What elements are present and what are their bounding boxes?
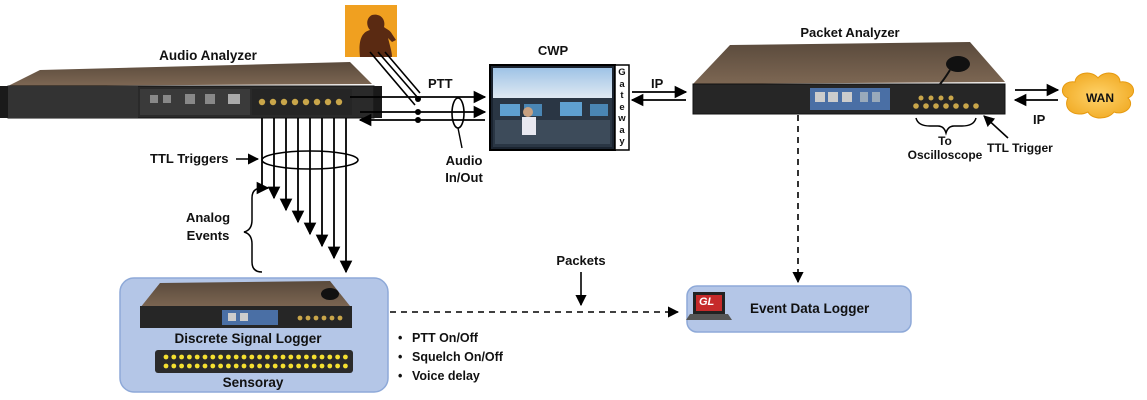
sensoray-led (296, 354, 301, 360)
sensoray-led (327, 363, 333, 369)
packet-analyzer-device (692, 42, 1006, 115)
operator-silhouette-icon (345, 5, 397, 58)
gateway-letter: w (618, 113, 626, 124)
sensoray-led (319, 354, 325, 360)
sensoray-led (280, 363, 286, 369)
sensoray-led (179, 363, 185, 369)
sensoray-led (226, 354, 231, 360)
ttl-trigger-label: TTL Trigger (987, 141, 1053, 155)
sensoray-led (187, 354, 192, 360)
sensoray-led (257, 363, 262, 369)
ip-right-label: IP (1033, 112, 1046, 127)
wan-cloud (1061, 72, 1135, 119)
cwp-workstation (489, 64, 616, 151)
sensoray-led (233, 354, 239, 360)
packet-analyzer-label: Packet Analyzer (800, 25, 900, 40)
sensoray-led (226, 363, 231, 369)
sensoray-led (272, 354, 278, 360)
sensoray-led (249, 354, 255, 360)
analog-events-label-line1: Analog (185, 210, 231, 225)
ptt-label: PTT (428, 76, 453, 91)
sensoray-led (304, 354, 309, 360)
sensoray-led (218, 363, 224, 369)
sensoray-led (327, 354, 333, 360)
sensoray-led (319, 363, 325, 369)
to-oscilloscope-label-line2: Oscilloscope (907, 148, 983, 162)
sensoray-led (210, 354, 216, 360)
sensoray-led (311, 363, 317, 369)
sensoray-led (171, 363, 177, 369)
ttl-triggers-label: TTL Triggers (150, 151, 229, 166)
event-data-logger-box (686, 285, 912, 333)
sensoray-led (194, 363, 200, 369)
bullet-item: PTT On/Off (398, 329, 503, 348)
sensoray-led (233, 363, 239, 369)
audio-in-out-label-line2: In/Out (445, 170, 483, 185)
laptop-icon (686, 292, 732, 320)
to-oscilloscope-label-line1: To (938, 134, 952, 148)
sensoray-label: Sensoray (222, 375, 284, 390)
sensoray-led (288, 363, 294, 369)
sensoray-led (249, 363, 255, 369)
sensoray-led (202, 354, 208, 360)
analog-events-label-line2: Events (186, 228, 230, 243)
sensoray-led (265, 363, 270, 369)
sensoray-led (194, 354, 200, 360)
discrete-signal-logger-label: Discrete Signal Logger (174, 331, 322, 346)
discrete-logger-device (140, 281, 352, 328)
sensoray-led (335, 363, 340, 369)
sensoray-led (335, 354, 340, 360)
audio-in-out-label-line1: Audio (445, 153, 483, 168)
gateway-letter: a (619, 124, 625, 136)
gl-logo: GL (699, 296, 715, 308)
sensoray-led (288, 354, 294, 360)
sensoray-led (311, 354, 317, 360)
sensoray-led (343, 354, 348, 360)
sensoray-led (257, 354, 262, 360)
sensoray-led (187, 363, 192, 369)
bullet-item: Squelch On/Off (398, 348, 503, 367)
sensoray-led (304, 363, 309, 369)
sensoray-led (163, 354, 169, 360)
sensoray-led (171, 354, 177, 360)
bullet-item: Voice delay (398, 367, 503, 386)
gateway-letter: t (620, 90, 624, 101)
sensoray-led (272, 363, 278, 369)
ip-left-label: IP (651, 76, 664, 91)
sensoray-led (343, 363, 348, 369)
gateway-letter: a (619, 78, 625, 90)
logged-events-list: PTT On/Off Squelch On/Off Voice delay (398, 329, 503, 386)
sensoray-led (241, 363, 247, 369)
sensoray-led (163, 363, 169, 369)
sensoray-led (202, 363, 208, 369)
sensoray-led (179, 354, 185, 360)
gateway-letter: y (619, 136, 625, 147)
sensoray-led (280, 354, 286, 360)
wan-label: WAN (1086, 91, 1114, 105)
sensoray-led (265, 354, 270, 360)
sensoray-led (218, 354, 224, 360)
event-data-logger-label: Event Data Logger (750, 301, 870, 316)
packets-label: Packets (556, 253, 606, 268)
audio-analyzer-label: Audio Analyzer (159, 48, 257, 63)
gateway-letter: e (619, 101, 625, 113)
sensoray-led (241, 354, 247, 360)
gateway-letter: G (618, 67, 626, 78)
audio-analyzer-device (0, 62, 382, 119)
sensoray-device (155, 350, 353, 373)
cwp-label: CWP (537, 43, 569, 58)
sensoray-led (210, 363, 216, 369)
sensoray-led (296, 363, 301, 369)
